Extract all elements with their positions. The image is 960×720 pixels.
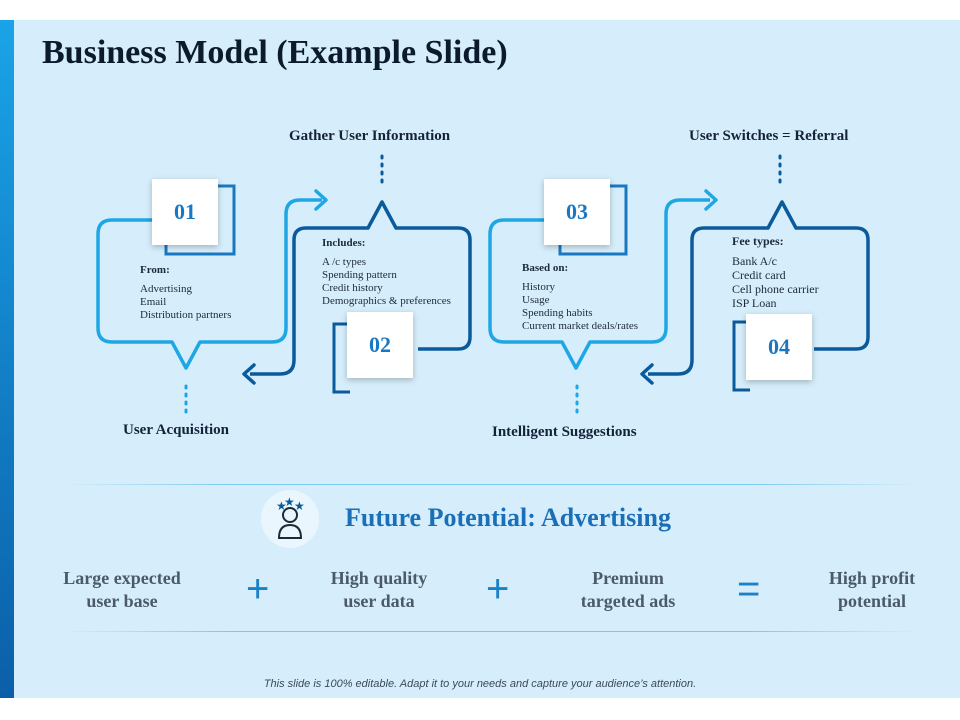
plus-operator: + (486, 567, 510, 611)
step4-item: Cell phone carrier (732, 282, 819, 296)
step2-item: Spending pattern (322, 269, 397, 281)
step2-box-bracket (332, 322, 350, 394)
equation-term-line: Large expected (63, 568, 181, 588)
plus-operator: + (246, 567, 270, 611)
step1-number-box: 01 (152, 179, 218, 245)
step3-item: History (522, 281, 555, 293)
step4-item: Bank A/c (732, 254, 777, 268)
step1-details: From: Advertising Email Distribution par… (140, 264, 231, 322)
equation-term-line: High quality (330, 568, 428, 588)
svg-text:★: ★ (284, 495, 295, 509)
equation-term-line: potential (837, 591, 906, 611)
side-accent-bar (0, 20, 14, 698)
step4-item: Credit card (732, 268, 786, 282)
step2-item: A /c types (322, 256, 366, 268)
svg-text:★: ★ (294, 499, 305, 513)
equation-term-2: High quality user data (300, 567, 458, 613)
equals-operator: = (737, 567, 761, 611)
step2-arrow-head (242, 363, 256, 385)
step4-number-box: 04 (746, 314, 812, 380)
step2-details: Includes: A /c types Spending pattern Cr… (322, 237, 451, 308)
person-stars-icon (261, 490, 319, 548)
slide-title: Business Model (Example Slide) (42, 34, 508, 71)
step3-number-box: 03 (544, 179, 610, 245)
step4-bubble-outline (648, 200, 870, 376)
step4-arrow-head (640, 363, 654, 385)
step2-number-box: 02 (347, 312, 413, 378)
equation-term-3: Premium targeted ads (550, 567, 706, 613)
step3-arrow-head (704, 189, 718, 211)
section-divider-bottom (60, 631, 920, 632)
step3-item: Current market deals/rates (522, 320, 639, 332)
step1-item: Distribution partners (140, 309, 232, 321)
step3-label: Intelligent Suggestions (492, 424, 637, 440)
step2-item: Credit history (322, 282, 383, 294)
equation-term-1: Large expected user base (44, 567, 200, 613)
step3-item: Usage (522, 294, 550, 306)
footer-note: This slide is 100% editable. Adapt it to… (263, 678, 697, 690)
step1-label: User Acquisition (123, 422, 229, 438)
step1-item: Email (140, 296, 167, 308)
step1-box-bracket (164, 184, 236, 256)
step2-label: Gather User Information (289, 128, 451, 144)
step4-details: Fee types: Bank A/c Credit card Cell pho… (732, 234, 819, 310)
equation-term-line: user data (343, 591, 415, 611)
step1-arrow-head (314, 189, 328, 211)
equation-term-line: High profit (828, 568, 916, 588)
future-potential-title: Future Potential: Advertising (345, 503, 671, 532)
step3-details: Based on: History Usage Spending habits … (522, 262, 638, 333)
step4-item: ISP Loan (732, 296, 777, 310)
step3-heading: Based on: (522, 262, 569, 274)
step1-heading: From: (140, 264, 170, 276)
step1-item: Advertising (140, 283, 192, 295)
step3-bubble-outline (488, 198, 710, 370)
equation-term-line: targeted ads (580, 591, 676, 611)
step1-bubble-outline (96, 198, 322, 370)
step3-box-bracket (558, 184, 628, 256)
step2-bubble-outline (250, 200, 472, 376)
step2-heading: Includes: (322, 237, 366, 249)
step4-label: User Switches = Referral (689, 128, 849, 144)
step4-box-bracket (732, 320, 750, 392)
equation-term-line: Premium (592, 568, 664, 588)
step2-item: Demographics & preferences (322, 295, 451, 307)
section-divider-top (60, 484, 920, 485)
step4-heading: Fee types: (732, 234, 784, 248)
step3-item: Spending habits (522, 307, 593, 319)
equation-term-4: High profit potential (794, 567, 950, 613)
equation-term-line: user base (86, 591, 158, 611)
svg-text:★: ★ (276, 499, 287, 513)
